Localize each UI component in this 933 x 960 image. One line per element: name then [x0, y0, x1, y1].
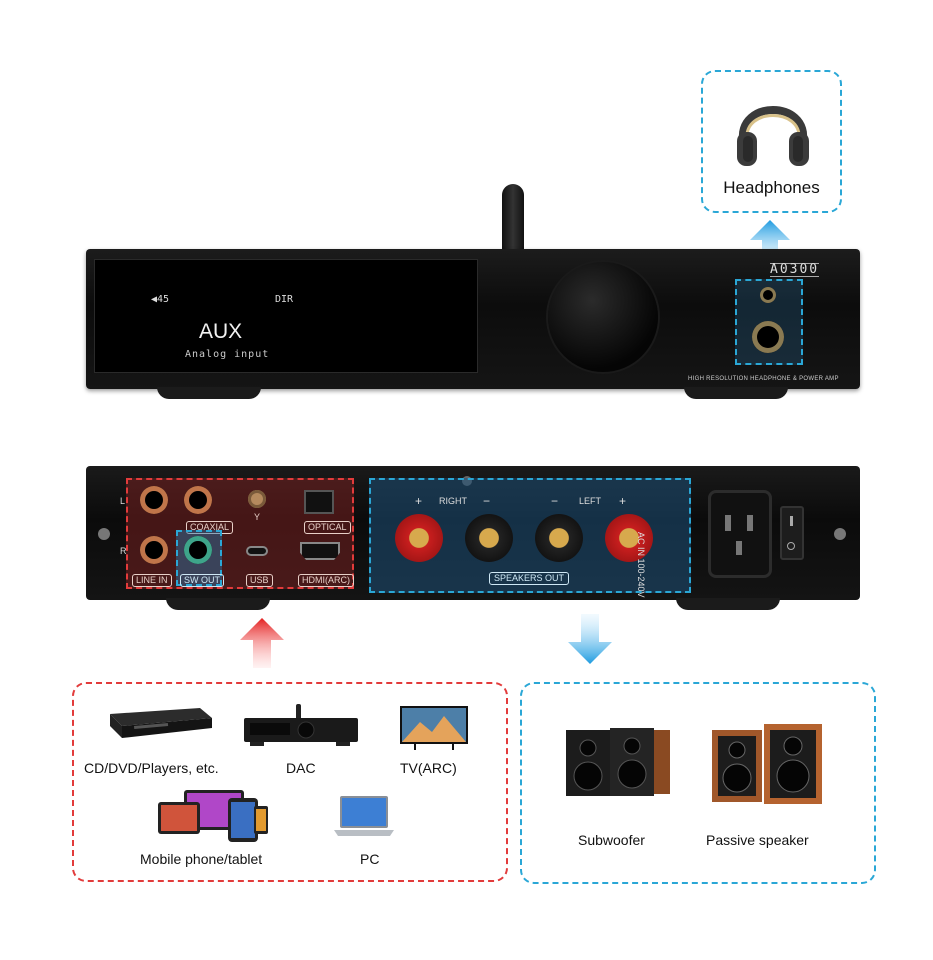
antenna-symbol-icon: Y: [254, 512, 261, 522]
line-in-label: LINE IN: [132, 574, 172, 587]
sw-out-jack[interactable]: [184, 536, 212, 564]
arrow-up-icon: [750, 220, 790, 264]
ac-in-label: AC IN 100-240V: [636, 532, 646, 598]
mode-indicator: DIR: [275, 294, 294, 305]
large-headphone-jack[interactable]: [752, 321, 784, 353]
source-label-pc: PC: [360, 851, 380, 867]
headphones-icon: [737, 106, 809, 166]
hdmi-label: HDMI(ARC): [298, 574, 354, 587]
screw: [834, 528, 846, 540]
right-negative-terminal[interactable]: [465, 514, 513, 562]
input-name: AUX: [199, 320, 243, 343]
headphone-jacks-box: [735, 279, 803, 365]
right-channel-marker: R: [120, 546, 127, 556]
screw: [98, 528, 110, 540]
headphones-label: Headphones: [723, 178, 820, 197]
front-foot-right: [684, 387, 788, 399]
left-positive-terminal[interactable]: [605, 514, 653, 562]
sources-panel: CD/DVD/Players, etc. DAC TV(ARC) Mobile …: [72, 682, 508, 882]
source-label-tv: TV(ARC): [400, 760, 457, 776]
speaker-outputs-region: + RIGHT − − LEFT + SPEAKERS OUT: [369, 478, 691, 593]
right-minus-sign: −: [483, 494, 491, 508]
dvd-player-icon: [110, 708, 212, 738]
amplifier-rear-panel: L R COAXIAL Y OPTICAL LINE IN SW OUT USB…: [86, 466, 860, 600]
left-minus-sign: −: [551, 494, 559, 508]
headphones-callout: Headphones: [701, 70, 842, 213]
tagline: HIGH RESOLUTION HEADPHONE & POWER AMP: [688, 376, 839, 382]
left-channel-marker: L: [120, 496, 126, 506]
outputs-panel: Subwoofer Passive speaker: [520, 682, 876, 884]
right-label: RIGHT: [439, 496, 467, 506]
left-negative-terminal[interactable]: [535, 514, 583, 562]
antenna: [502, 184, 524, 254]
arrow-down-icon: [568, 614, 612, 664]
left-plus-sign: +: [619, 494, 627, 508]
amplifier-front-panel: ◀45 DIR AUX Analog input A0300 HIGH RESO…: [86, 249, 860, 389]
rear-foot-left: [166, 598, 270, 610]
optical-label: OPTICAL: [304, 521, 351, 534]
input-subtitle: Analog input: [185, 349, 270, 360]
right-positive-terminal[interactable]: [395, 514, 443, 562]
subwoofer-icon: [566, 728, 670, 796]
tv-icon: [400, 706, 468, 750]
rear-foot-right: [676, 598, 780, 610]
source-label-dac: DAC: [286, 760, 316, 776]
line-in-right-jack[interactable]: [140, 536, 168, 564]
display-screen: ◀45 DIR AUX Analog input: [94, 259, 478, 373]
coaxial-jack[interactable]: [184, 486, 212, 514]
usb-port[interactable]: [246, 546, 268, 556]
sw-out-box: [176, 530, 222, 586]
output-label-subwoofer: Subwoofer: [578, 832, 645, 848]
sw-out-label: SW OUT: [180, 574, 224, 587]
volume-indicator: ◀45: [151, 294, 170, 305]
line-in-left-jack[interactable]: [140, 486, 168, 514]
output-label-passive-speaker: Passive speaker: [706, 832, 809, 848]
mobile-tablet-icon: [158, 790, 268, 842]
antenna-connector[interactable]: [248, 490, 266, 508]
optical-port[interactable]: [304, 490, 334, 514]
hdmi-port[interactable]: [300, 542, 340, 560]
input-ports-region: L R COAXIAL Y OPTICAL LINE IN SW OUT USB…: [120, 478, 354, 589]
front-foot-left: [157, 387, 261, 399]
volume-knob[interactable]: [548, 262, 658, 372]
right-plus-sign: +: [415, 494, 423, 508]
brand-logo: A0300: [770, 262, 820, 277]
coaxial-label: COAXIAL: [186, 521, 234, 534]
dac-icon: [244, 704, 358, 746]
source-label-mobile: Mobile phone/tablet: [140, 851, 263, 867]
power-inlet[interactable]: [708, 490, 772, 578]
usb-label: USB: [246, 574, 273, 587]
left-label: LEFT: [579, 496, 602, 506]
small-headphone-jack[interactable]: [760, 287, 776, 303]
power-switch[interactable]: [780, 506, 804, 560]
arrow-up-red-icon: [240, 618, 284, 668]
source-label-cd-dvd: CD/DVD/Players, etc.: [84, 760, 219, 776]
laptop-icon: [334, 796, 394, 836]
speakers-out-label: SPEAKERS OUT: [489, 572, 570, 585]
passive-speaker-icon: [712, 724, 822, 804]
